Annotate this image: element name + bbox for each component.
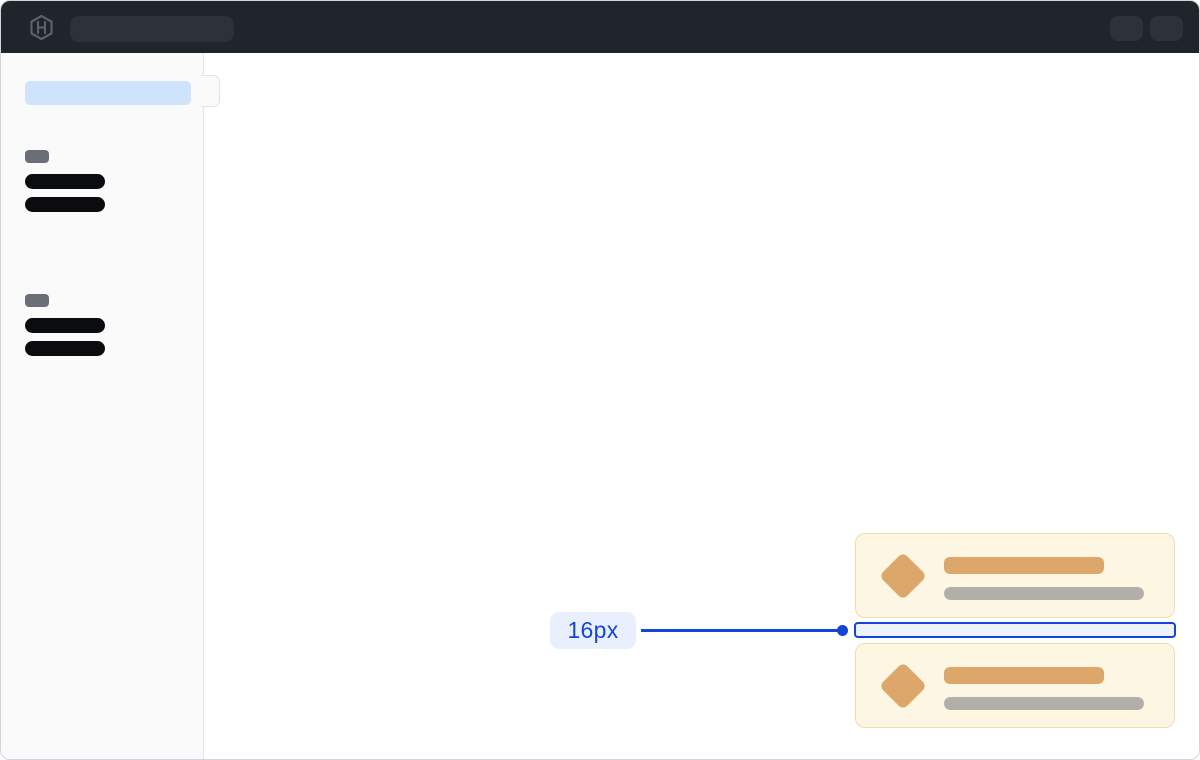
annotation-connector-line (641, 629, 838, 632)
main-content (205, 53, 1199, 759)
list-item-card[interactable] (855, 533, 1175, 618)
nav-action-skeleton-1[interactable] (1110, 16, 1143, 41)
card-title-skeleton (944, 667, 1104, 684)
hashicorp-logo-icon[interactable] (28, 14, 55, 41)
sidebar-section-badge-skeleton (25, 150, 49, 163)
nav-action-skeleton-2[interactable] (1150, 16, 1183, 41)
diamond-icon (878, 661, 928, 710)
spacing-16px-highlight (854, 622, 1176, 638)
sidebar-nav-item-skeleton[interactable] (25, 318, 105, 333)
list-item-card[interactable] (855, 643, 1175, 728)
annotation-connector-dot (837, 625, 848, 636)
search-bar-skeleton[interactable] (70, 16, 234, 42)
sidebar-nav-item-skeleton[interactable] (25, 174, 105, 189)
card-subtitle-skeleton (944, 587, 1144, 600)
sidebar-active-item-skeleton[interactable] (25, 81, 191, 105)
sidebar-collapse-handle[interactable] (202, 75, 220, 107)
card-subtitle-skeleton (944, 697, 1144, 710)
sidebar-section-badge-skeleton (25, 294, 49, 307)
card-title-skeleton (944, 557, 1104, 574)
sidebar-nav-item-skeleton[interactable] (25, 197, 105, 212)
sidebar (1, 53, 220, 759)
diamond-icon (878, 551, 928, 600)
top-nav-bar (1, 1, 1199, 53)
sidebar-nav-item-skeleton[interactable] (25, 341, 105, 356)
spacing-annotation-label: 16px (550, 612, 636, 649)
